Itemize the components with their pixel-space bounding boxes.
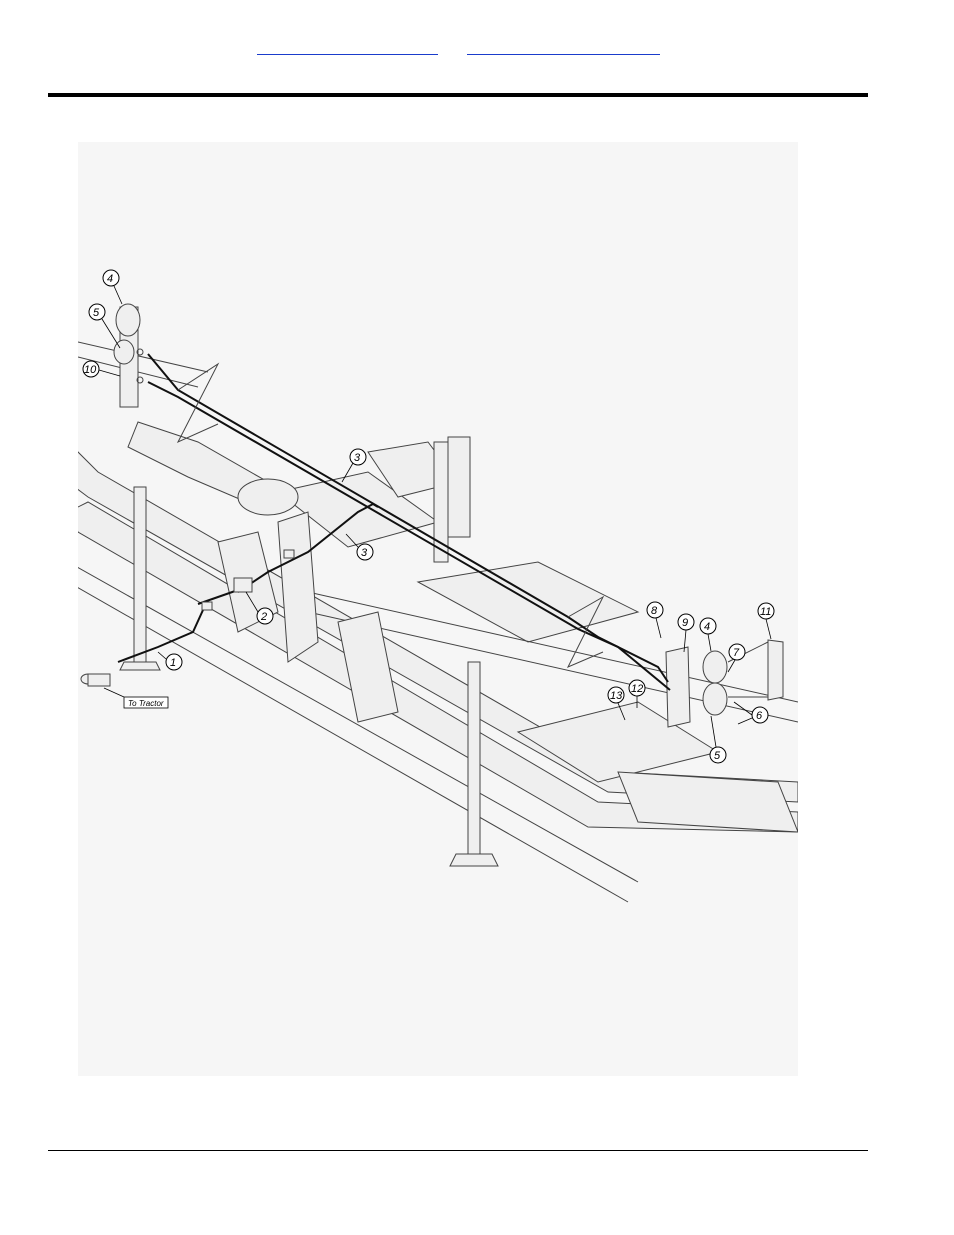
- callout-5-left: 5: [89, 304, 105, 320]
- wiring-harness: [118, 354, 670, 690]
- to-tractor-label: To Tractor: [128, 699, 164, 708]
- to-tractor-tag: To Tractor: [124, 697, 168, 708]
- callout-2: 2: [257, 608, 273, 624]
- callout-3-upper: 3: [350, 449, 366, 465]
- callout-3-lower-text: 3: [361, 547, 368, 559]
- callout-4-right: 4: [700, 618, 716, 634]
- callout-12: 12: [629, 680, 645, 696]
- callout-10-text: 10: [84, 364, 97, 376]
- callout-13: 13: [608, 687, 624, 703]
- callout-1-text: 1: [170, 657, 176, 669]
- callout-4-left-text: 4: [107, 273, 113, 285]
- header-link-1[interactable]: [257, 40, 438, 55]
- callout-2-text: 2: [260, 611, 267, 623]
- callout-1: 1: [166, 654, 182, 670]
- callout-8: 8: [647, 602, 663, 618]
- callout-3-lower: 3: [357, 544, 373, 560]
- tractor-plug: [81, 674, 124, 697]
- header-link-2[interactable]: [467, 40, 660, 55]
- callout-7-text: 7: [733, 647, 740, 659]
- callout-5-right: 5: [710, 747, 726, 763]
- callout-9: 9: [678, 614, 694, 630]
- callout-4-right-text: 4: [704, 621, 710, 633]
- footer-rule: [48, 1150, 868, 1151]
- callout-7: 7: [729, 644, 745, 660]
- callout-9-text: 9: [682, 617, 688, 629]
- callout-8-text: 8: [651, 605, 658, 617]
- callout-3-upper-text: 3: [354, 452, 361, 464]
- diagram-drawing: 1 2 3 3 4 5 10 8 9 4 11 7 6 12 13 5: [78, 142, 798, 1076]
- callout-4-left: 4: [103, 270, 119, 286]
- callout-11: 11: [758, 603, 774, 619]
- callout-11-text: 11: [760, 606, 771, 618]
- callout-13-text: 13: [610, 690, 623, 702]
- callout-6: 6: [752, 707, 768, 723]
- parts-diagram: 1 2 3 3 4 5 10 8 9 4 11 7 6 12 13 5: [78, 142, 798, 1076]
- callout-10: 10: [83, 361, 99, 377]
- callout-5-right-text: 5: [714, 750, 721, 762]
- header-rule: [48, 93, 868, 97]
- callout-5-left-text: 5: [93, 307, 100, 319]
- callout-12-text: 12: [631, 683, 643, 695]
- callout-6-text: 6: [756, 710, 763, 722]
